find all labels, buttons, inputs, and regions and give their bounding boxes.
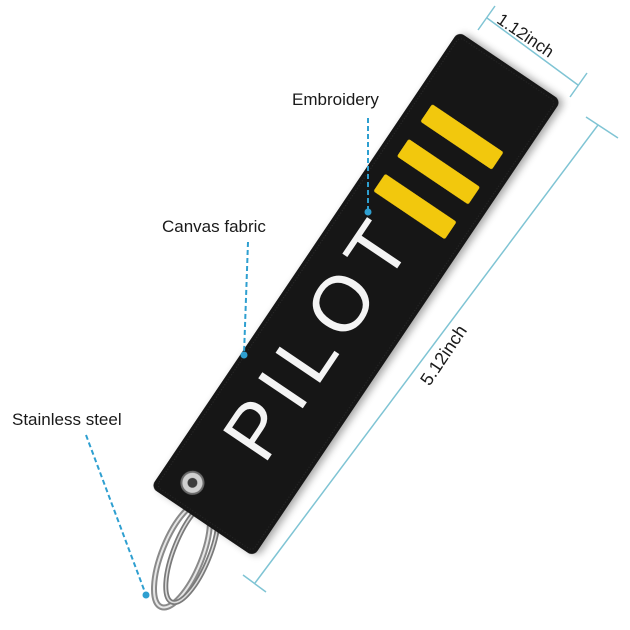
canvas-callout-line xyxy=(243,241,249,355)
grommet xyxy=(180,470,205,495)
callout-dots xyxy=(142,208,372,599)
embroidery-stripes xyxy=(374,104,503,239)
steel-callout-line xyxy=(85,434,147,596)
callout-lines xyxy=(85,118,369,596)
length-dimension xyxy=(242,116,619,593)
stainless-steel-label: Stainless steel xyxy=(12,410,122,429)
fabric-tag xyxy=(153,34,559,554)
embroidery-label: Embroidery xyxy=(292,90,379,109)
canvas-fabric-label: Canvas fabric xyxy=(162,217,266,236)
width-dimension xyxy=(477,5,588,98)
